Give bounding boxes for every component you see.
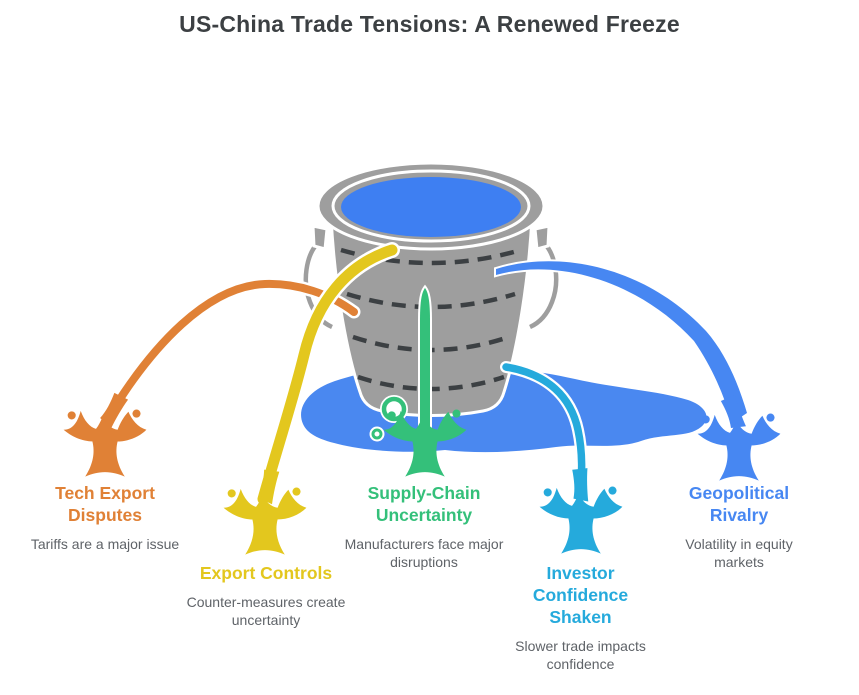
bucket-icon — [301, 161, 561, 442]
factor-label: Tech Export Disputes — [55, 483, 155, 525]
splash-icon-tech-export-disputes — [63, 392, 147, 477]
factor-label: Supply-Chain Uncertainty — [367, 483, 481, 525]
splash-icon-investor-confidence — [539, 468, 623, 554]
splash-icon-export-controls — [223, 469, 307, 555]
factor-label: Geopolitical Rivalry — [688, 483, 790, 525]
factor-label: Export Controls — [199, 563, 333, 583]
factor-caption: Manufacturers face major disruptions — [344, 536, 504, 570]
factor-geopolitical-rivalry: Geopolitical Rivalry Volatility in equit… — [664, 482, 814, 571]
stream-export-controls — [257, 244, 398, 505]
factor-caption: Counter-measures create uncertainty — [186, 594, 346, 628]
stream-supply-chain — [418, 284, 432, 449]
leak-drop — [371, 428, 383, 440]
factor-investor-confidence-shaken: Investor Confidence Shaken Slower trade … — [508, 562, 653, 673]
factor-tech-export-disputes: Tech Export Disputes Tariffs are a major… — [25, 482, 185, 554]
splash-icon-geopolitical-rivalry — [697, 394, 781, 481]
page-title: US-China Trade Tensions: A Renewed Freez… — [179, 11, 680, 37]
factor-export-controls: Export Controls Counter-measures create … — [176, 562, 356, 629]
bucket-handle-left — [303, 241, 333, 330]
factor-label: Investor Confidence Shaken — [532, 563, 629, 627]
factor-supply-chain-uncertainty: Supply-Chain Uncertainty Manufacturers f… — [344, 482, 504, 571]
factor-caption: Slower trade impacts confidence — [515, 638, 646, 672]
bucket-water-surface — [341, 177, 521, 237]
factor-caption: Volatility in equity markets — [685, 536, 793, 570]
bucket-handle-right — [529, 241, 559, 330]
factor-caption: Tariffs are a major issue — [30, 536, 180, 552]
